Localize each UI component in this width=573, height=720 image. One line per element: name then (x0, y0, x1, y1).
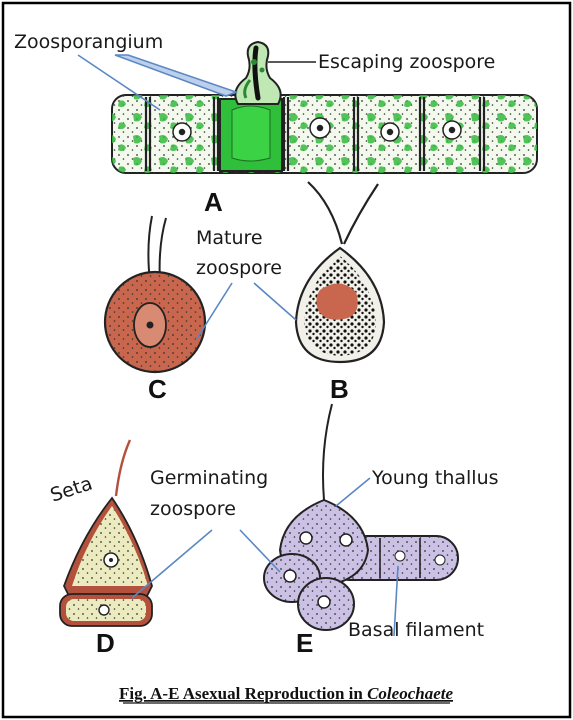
panel-label-b: B (330, 374, 349, 404)
panel-label-c: C (148, 374, 167, 404)
label-young-thallus: Young thallus (371, 467, 499, 489)
label-germinating: Germinating (150, 467, 268, 489)
label-germinating-zoospore: zoospore (150, 498, 236, 520)
panel-label-a: A (204, 187, 223, 217)
panel-label-d: D (96, 628, 115, 658)
caption-prefix: Fig. A-E Asexual Reproduction in (119, 684, 367, 703)
label-mature: Mature (196, 227, 263, 249)
panel-a-filament (112, 95, 537, 173)
label-escaping-zoospore: Escaping zoospore (318, 51, 495, 73)
caption-genus: Coleochaete (367, 684, 453, 703)
label-basal-filament: Basal filament (348, 619, 484, 641)
zoosporangium-cell (220, 99, 282, 171)
panel-label-e: E (296, 628, 313, 658)
figure-caption: Fig. A-E Asexual Reproduction in Coleoch… (119, 684, 454, 703)
label-mature-zoospore: zoospore (196, 257, 282, 279)
label-zoosporangium: Zoosporangium (14, 31, 163, 53)
